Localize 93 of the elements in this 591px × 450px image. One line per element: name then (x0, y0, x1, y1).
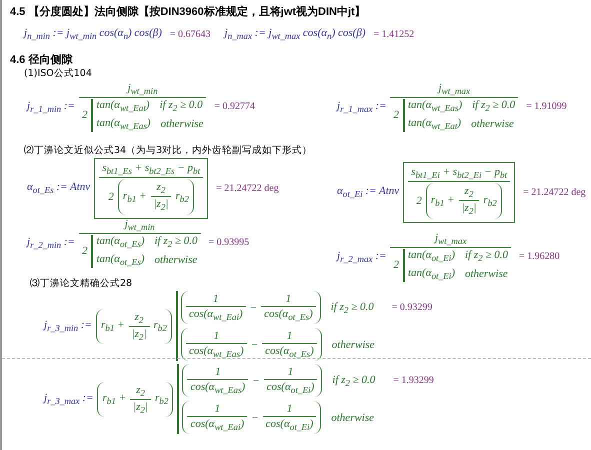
note-text: (1)ISO公式104 (24, 68, 92, 79)
formula-term: tan(α$_{wt_Eas}$) (408, 99, 462, 114)
result-value: = 0.93995 (208, 237, 250, 248)
formula-term: 1 (288, 366, 294, 378)
note-text: ⑵丁濞论文近似公式34（为与3对比，内外齿轮副写成如下形式） (24, 145, 312, 156)
formula-term: tan(α$_{wt_Eat}$) (408, 117, 462, 132)
condition-text: otherwise (160, 118, 204, 130)
formula-term: 1 (215, 366, 221, 378)
formula-term: r$_{b1}$ + (430, 194, 454, 208)
formula-term: j$_{wt_max}$ (434, 232, 467, 244)
condition-text: if z$_{2}$ ≥ 0.0 (464, 249, 508, 264)
formula-term: cos(α$_{wt_Eai}$) (188, 308, 243, 322)
variable-definition: j$_{r_1_min}$ := (27, 100, 75, 114)
formula-term: 2 (108, 190, 114, 203)
result-value: = 1.91099 (526, 101, 567, 112)
formula-term: 1 (286, 330, 292, 342)
formula-term: j$_{wt_min}$ (124, 218, 155, 230)
result-value: = 1.93299 (393, 375, 434, 386)
formula-term: z$_{2}$ (464, 185, 474, 198)
condition-text: otherwise (464, 268, 508, 280)
formula-term: 1 (214, 330, 220, 342)
formula-text: j$_{n_max}$ := j$_{wt_max}$ cos(α$_{n}$) cos(β) (224, 27, 366, 42)
condition-text: if z$_{2}$ ≥ 0.0 (160, 99, 203, 114)
formula-term: cos(α$_{wt_Eas}$) (190, 381, 246, 396)
variable-definition: j$_{r_3_min}$ := (44, 319, 92, 334)
formula-term: tan(α$_{ot_Es}$) (96, 253, 144, 268)
formula-term: tan(α$_{ot_Ei}$) (408, 249, 455, 264)
condition-text: if z$_{2}$ ≥ 0.0 (472, 99, 516, 114)
formula-term: 1 (286, 293, 292, 305)
section-heading: 4.5 【分度圆处】法向侧隙【按DIN3960标准规定，且将jwt视为DIN中jt】 (10, 6, 366, 18)
formula-term: |z$_{2}$| (154, 198, 168, 213)
formula-term: j$_{wt_min}$ (128, 82, 158, 94)
variable-definition: α$_{ot_Ei}$ := Atnv (337, 185, 400, 200)
formula-term: r$_{b2}$ (483, 194, 497, 208)
formula-term: 2 (393, 259, 399, 272)
formula-term: 1 (286, 403, 292, 416)
formula-term: 1 (213, 293, 219, 305)
formula-term: s$_{bt1_Ei}$ + s$_{bt2_Ei}$ − p$_{bt}$ (411, 166, 508, 178)
formula-term: cos(α$_{ot_Ei}$) (266, 381, 314, 396)
result-value: = 21.24722 deg (523, 186, 586, 198)
variable-definition: α$_{ot_Es}$ := Atnv (27, 181, 90, 196)
condition-text: otherwise (332, 338, 375, 351)
result-value: = 0.67643 (170, 28, 211, 40)
formula-term: tan(α$_{wt_Eas}$) (96, 117, 151, 132)
section-heading: 4.6 径向侧隙 (10, 54, 72, 66)
formula-text: j$_{n_min}$ := j$_{wt_min}$ cos(α$_{n}$) cos(β) (24, 27, 162, 42)
formula-term: 2 (393, 109, 399, 122)
result-value: = 21.24722 deg (216, 182, 279, 194)
formula-term: r$_{b2}$ (155, 392, 168, 406)
result-value: = 0.92774 (214, 101, 256, 112)
condition-text: otherwise (471, 118, 514, 130)
formula-term: cos(α$_{ot_Es}$) (265, 345, 314, 360)
variable-definition: j$_{r_2_min}$ := (27, 236, 75, 250)
formula-term: |z$_{2}$| (462, 202, 476, 217)
formula-term: 2 (82, 109, 88, 122)
formula-term: r$_{b1}$ + (122, 190, 147, 204)
formula-term: tan(α$_{ot_Es}$) (96, 235, 144, 250)
formula-term: r$_{b1}$ + (102, 392, 126, 406)
formula-term: − (252, 374, 260, 387)
formula-term: s$_{bt1_Es}$ + s$_{bt2_Es}$ − p$_{bt}$ (102, 162, 200, 174)
formula-term: tan(α$_{ot_Ei}$) (408, 267, 455, 282)
condition-text: if z$_{2}$ ≥ 0.0 (332, 374, 376, 388)
formula-term: z$_{2}$ (156, 181, 166, 194)
formula-term: j$_{wt_max}$ (438, 82, 470, 94)
formula-term: 1 (214, 403, 220, 416)
condition-text: otherwise (154, 254, 198, 266)
formula-term: − (250, 338, 258, 351)
formula-term: z$_{2}$ (134, 310, 144, 322)
formula-term: z$_{2}$ (136, 384, 145, 396)
result-value: = 0.93299 (392, 302, 432, 314)
formula-term: tan(α$_{wt_Eat}$) (96, 99, 150, 114)
variable-definition: j$_{r_1_max}$ := (337, 100, 386, 114)
note-text: ⑶丁濞论文精确公式28 (30, 278, 132, 289)
variable-definition: j$_{r_3_max}$ := (44, 392, 94, 406)
formula-term: |z$_{2}$| (132, 328, 146, 342)
result-value: = 1.96280 (519, 251, 560, 262)
formula-term: 2 (416, 194, 422, 207)
formula-term: cos(α$_{wt_Eai}$) (190, 418, 244, 432)
formula-term: 2 (82, 245, 88, 258)
condition-text: otherwise (331, 412, 374, 424)
formula-term: r$_{b2}$ (175, 190, 189, 204)
condition-text: if z$_{2}$ ≥ 0.0 (330, 300, 374, 315)
condition-text: if z$_{2}$ ≥ 0.0 (154, 235, 198, 250)
formula-term: cos(α$_{ot_Ei}$) (266, 418, 314, 432)
formula-term: r$_{b1}$ + (100, 319, 125, 334)
formula-term: − (250, 302, 258, 314)
formula-term: |z$_{2}$| (133, 400, 148, 415)
formula-term: r$_{b2}$ (154, 319, 167, 334)
formula-term: − (251, 412, 259, 424)
formula-term: cos(α$_{ot_Es}$) (264, 308, 313, 322)
formula-term: cos(α$_{wt_Eas}$) (188, 345, 244, 360)
result-value: = 1.41252 (374, 28, 414, 40)
variable-definition: j$_{r_2_max}$ := (337, 250, 386, 264)
